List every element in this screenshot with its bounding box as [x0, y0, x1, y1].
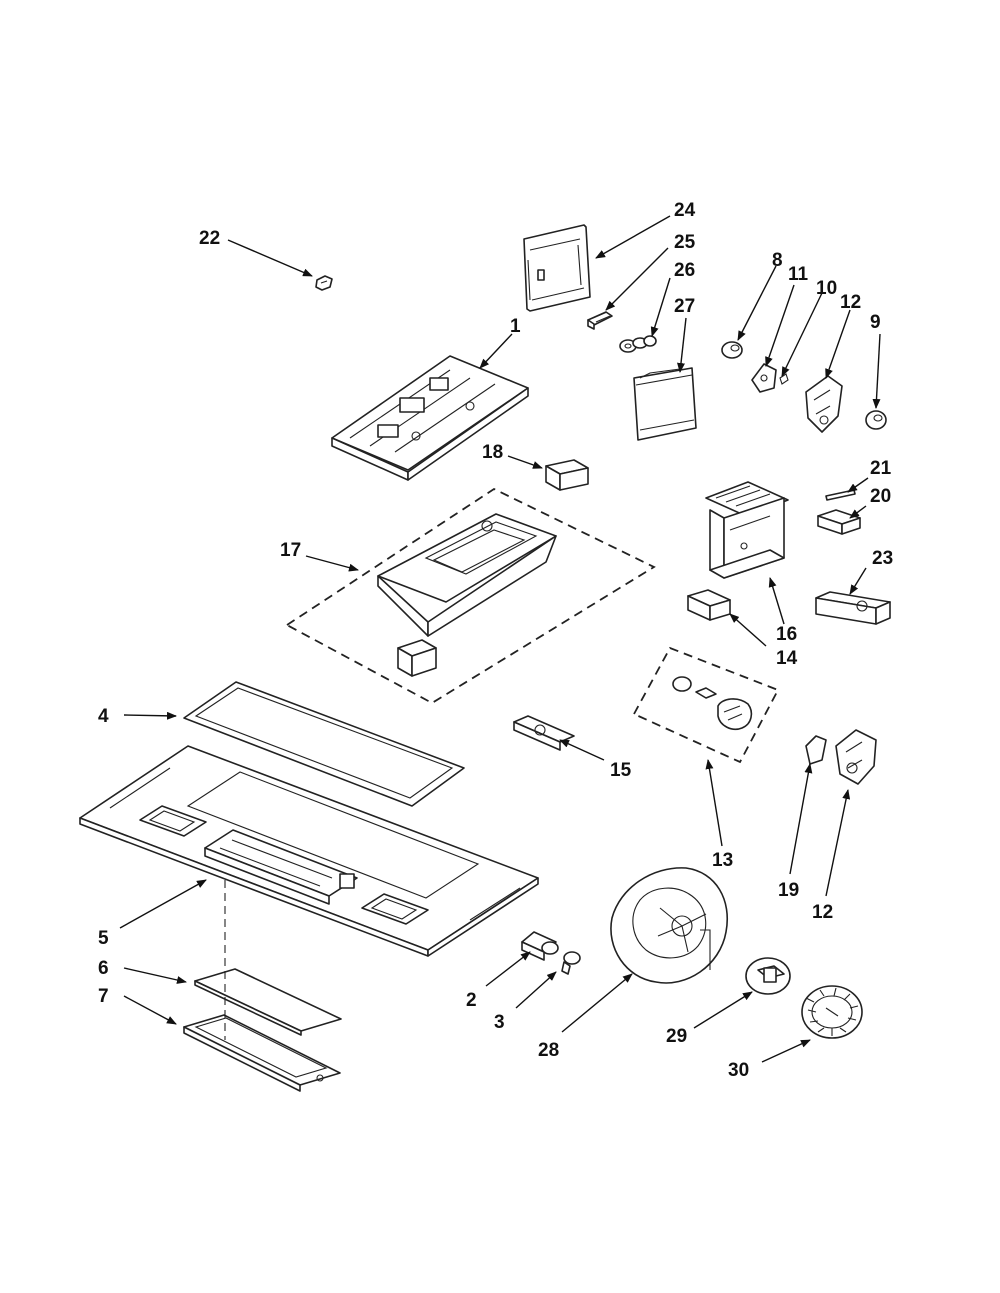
callout-20: 20 — [870, 486, 891, 507]
callout-labels: 22 24 25 26 27 1 8 11 10 12 9 18 17 21 2… — [98, 200, 893, 1081]
callout-3: 3 — [494, 1012, 505, 1033]
part-27-shield — [633, 367, 697, 441]
callout-18: 18 — [482, 442, 503, 463]
callout-16: 16 — [776, 624, 797, 645]
part-12-bracket-lower — [835, 729, 877, 785]
callout-22: 22 — [199, 228, 220, 249]
part-16-bracket-assembly — [705, 481, 789, 579]
callout-2: 2 — [466, 990, 477, 1011]
part-7-frame — [183, 1014, 341, 1092]
part-24-bracket — [523, 224, 591, 312]
part-11-switch — [751, 363, 777, 393]
part-4-filter — [183, 681, 465, 807]
part-10-spring — [779, 373, 789, 385]
part-6-cover — [194, 968, 342, 1036]
callout-8: 8 — [772, 250, 783, 271]
callout-6: 6 — [98, 958, 109, 979]
part-28-blower-housing — [610, 867, 728, 984]
part-22-clip — [315, 275, 333, 291]
callout-25: 25 — [674, 232, 696, 253]
callout-26: 26 — [674, 260, 695, 281]
part-30-fan-wheel — [801, 985, 863, 1039]
part-21-pin — [825, 489, 856, 501]
callout-28: 28 — [538, 1040, 559, 1061]
callout-1: 1 — [510, 316, 521, 337]
callout-11: 11 — [788, 264, 809, 285]
callout-19: 19 — [778, 880, 799, 901]
callout-24: 24 — [674, 200, 696, 221]
part-17-duct-assembly — [285, 487, 656, 705]
part-13-fan-motor-assembly — [632, 646, 780, 764]
callout-21: 21 — [870, 458, 892, 479]
callout-15: 15 — [610, 760, 632, 781]
part-5-bottom-panel — [79, 745, 539, 957]
callout-13: 13 — [712, 850, 733, 871]
callout-23: 23 — [872, 548, 893, 569]
part-26-washers — [619, 335, 657, 353]
callout-30: 30 — [728, 1060, 749, 1081]
part-23-module — [815, 591, 891, 625]
part-15-bracket — [513, 715, 575, 751]
part-2-lamp-socket — [521, 931, 559, 961]
callout-12-upper: 12 — [840, 292, 861, 313]
callout-14: 14 — [776, 648, 798, 669]
callout-17: 17 — [280, 540, 301, 561]
callout-27: 27 — [674, 296, 695, 317]
part-12-bracket-upper — [805, 375, 843, 433]
callout-5: 5 — [98, 928, 109, 949]
part-1-mounting-plate — [331, 355, 529, 481]
part-14-switch — [687, 589, 731, 621]
callout-29: 29 — [666, 1026, 687, 1047]
part-19-switch — [805, 735, 827, 765]
callout-12-lower: 12 — [812, 902, 833, 923]
leader-lines — [119, 215, 881, 1063]
part-18-box — [545, 459, 589, 491]
part-3-bulb — [561, 951, 581, 975]
callout-9: 9 — [870, 312, 881, 333]
part-8-knob — [721, 341, 743, 359]
part-29-motor — [745, 957, 791, 995]
part-25-connector — [587, 311, 613, 330]
part-20-bracket — [817, 509, 861, 535]
callout-4: 4 — [98, 706, 109, 727]
part-9-knob — [865, 410, 887, 430]
callout-7: 7 — [98, 986, 109, 1007]
callout-10: 10 — [816, 278, 837, 299]
